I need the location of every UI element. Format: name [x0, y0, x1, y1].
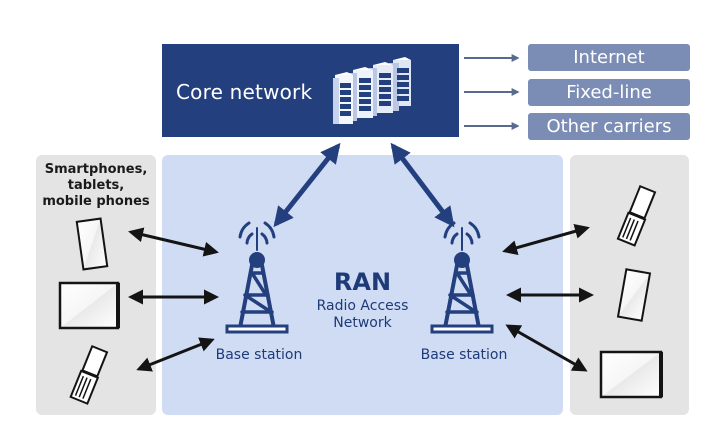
devices-title-line: mobile phones	[42, 194, 150, 209]
core-network-label: Core network	[176, 80, 313, 104]
tablet-icon	[58, 281, 120, 330]
ran-subtitle-line: Network	[333, 315, 392, 331]
devices-title-line: Smartphones,	[44, 162, 148, 177]
right-tablet-link	[505, 324, 588, 372]
smartphone-icon	[75, 217, 109, 271]
internet-label: Internet	[528, 44, 690, 71]
base-station-label-left: Base station	[215, 347, 303, 363]
fixed-line-label: Fixed-line	[528, 79, 690, 106]
right-flip-link	[502, 224, 590, 255]
server-rack-icon	[333, 57, 411, 124]
core-to-right-base-arrow	[390, 142, 455, 228]
base-station-label-right: Base station	[420, 347, 508, 363]
core-network-box: Core network	[162, 44, 459, 137]
ran-box: RAN Radio Access Network Base station Ba…	[162, 155, 563, 415]
ran-subtitle: Radio Access Network	[162, 298, 563, 332]
left-phone-link	[128, 227, 219, 257]
flip-phone-icon	[616, 184, 657, 247]
flip-phone-icon	[69, 344, 109, 405]
smartphone-icon	[616, 268, 652, 322]
devices-title-line: tablets,	[67, 178, 125, 193]
core-to-left-base-arrow	[273, 142, 341, 228]
cell-tower-icon	[430, 221, 494, 334]
tablet-icon	[599, 350, 663, 399]
devices-title: Smartphones, tablets, mobile phones	[36, 162, 156, 210]
ran-title: RAN	[333, 268, 392, 296]
cell-tower-icon	[225, 221, 289, 334]
ran-subtitle-line: Radio Access	[316, 298, 409, 314]
other-carriers-label: Other carriers	[528, 113, 690, 140]
left-flip-link	[136, 337, 215, 372]
